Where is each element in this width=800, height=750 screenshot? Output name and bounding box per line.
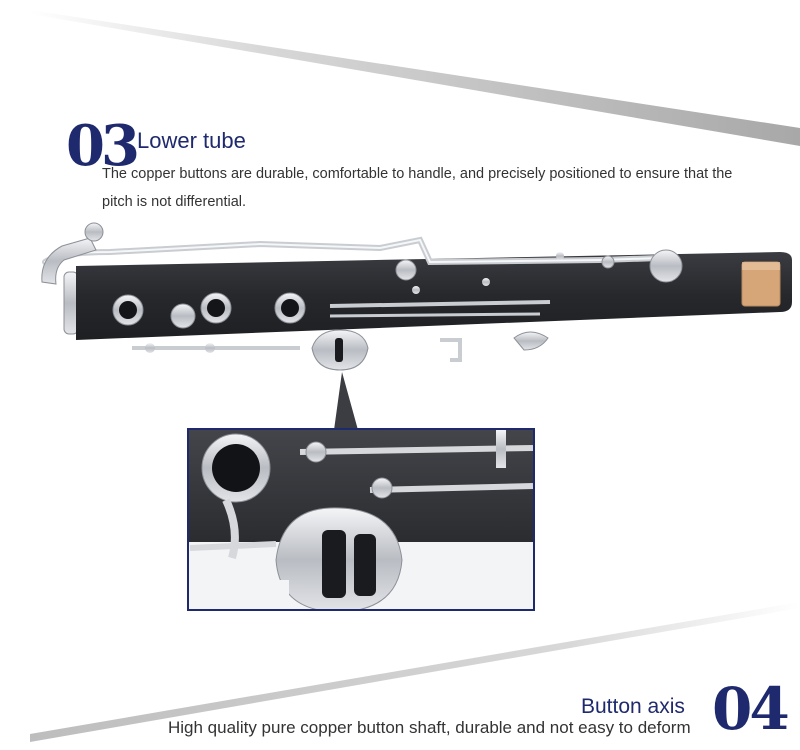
top-diagonal-band: [30, 10, 800, 146]
zoom-callout-pointer: [334, 372, 358, 430]
section-04-description: High quality pure copper button shaft, d…: [168, 718, 691, 737]
zoom-detail-inset: [187, 428, 535, 611]
clarinet-lower-tube-image: [41, 222, 792, 371]
section-03-title: Lower tube: [137, 128, 246, 153]
section-03-description: The copper buttons are durable, comforta…: [102, 166, 733, 210]
section-04-title: Button axis: [581, 695, 685, 718]
section-04-number: 04: [712, 675, 790, 743]
bottom-diagonal-band: [30, 602, 800, 742]
section-03-number: 03: [66, 113, 140, 179]
